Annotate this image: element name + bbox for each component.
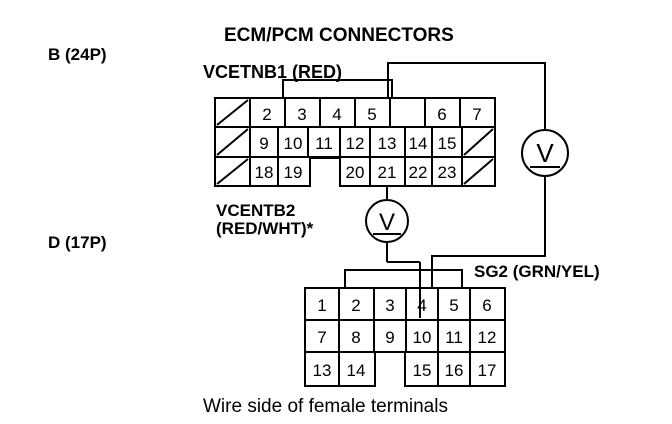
- b-pin-20: 20: [346, 163, 365, 182]
- b-pin-5: 5: [367, 105, 376, 124]
- d-pin-14: 14: [347, 361, 366, 380]
- connector-b: 2 3 4 5 6 7 9 10 11 12 13 14 15 18 19 20…: [214, 97, 496, 187]
- d-pin-13: 13: [313, 361, 332, 380]
- voltmeter-right-symbol: V: [536, 138, 554, 168]
- d-pin-5: 5: [449, 296, 458, 315]
- d-pin-11: 11: [445, 328, 463, 347]
- b-pin-3: 3: [297, 105, 306, 124]
- d-pin-7: 7: [317, 328, 326, 347]
- voltmeter-left-symbol: V: [379, 209, 395, 236]
- b-pin-21: 21: [378, 163, 397, 182]
- connector-d: 1 2 3 4 5 6 7 8 9 10 11 12 13 14 15 16 1…: [304, 287, 506, 387]
- d-pin-17: 17: [478, 361, 497, 380]
- b-pin-15: 15: [438, 134, 457, 153]
- d-pin-3: 3: [385, 296, 394, 315]
- b-pin-6: 6: [437, 105, 446, 124]
- caption: Wire side of female terminals: [203, 396, 448, 417]
- d-pin-16: 16: [445, 361, 464, 380]
- b-pin-13: 13: [378, 134, 397, 153]
- d-pin-6: 6: [482, 296, 491, 315]
- wiring: [282, 62, 546, 318]
- diagram-title: ECM/PCM CONNECTORS: [224, 25, 454, 46]
- b-pin-18: 18: [255, 163, 274, 182]
- b-pin-12: 12: [346, 134, 365, 153]
- b-pin-10: 10: [284, 134, 303, 153]
- d-pin-15: 15: [413, 361, 432, 380]
- connector-b-label: B (24P): [48, 45, 107, 64]
- sg2-wire-label: SG2 (GRN/YEL): [474, 262, 600, 281]
- voltmeter-left: V: [365, 199, 409, 243]
- d-pin-12: 12: [478, 328, 497, 347]
- b-pin-19: 19: [284, 163, 303, 182]
- b-pin-14: 14: [409, 134, 428, 153]
- b-pin-7: 7: [472, 105, 481, 124]
- b-pin-22: 22: [409, 163, 428, 182]
- vcetnb1-wire-label: VCETNB1 (RED): [203, 62, 342, 82]
- vcentb2-wire-label-line1: VCENTB2: [216, 201, 295, 220]
- connector-d-label: D (17P): [48, 233, 107, 252]
- vcentb2-wire-label-line2: (RED/WHT)*: [216, 219, 314, 238]
- d-pin-9: 9: [385, 328, 394, 347]
- b-pin-2: 2: [262, 105, 271, 124]
- b-pin-9: 9: [259, 134, 268, 153]
- b-pin-23: 23: [438, 163, 457, 182]
- d-pin-8: 8: [351, 328, 360, 347]
- b-pin-4: 4: [332, 105, 341, 124]
- d-pin-1: 1: [317, 296, 326, 315]
- d-pin-4: 4: [417, 296, 426, 315]
- d-pin-2: 2: [351, 296, 360, 315]
- b-pin-11: 11: [315, 134, 333, 153]
- voltmeter-right: V: [521, 129, 569, 177]
- d-pin-10: 10: [413, 328, 432, 347]
